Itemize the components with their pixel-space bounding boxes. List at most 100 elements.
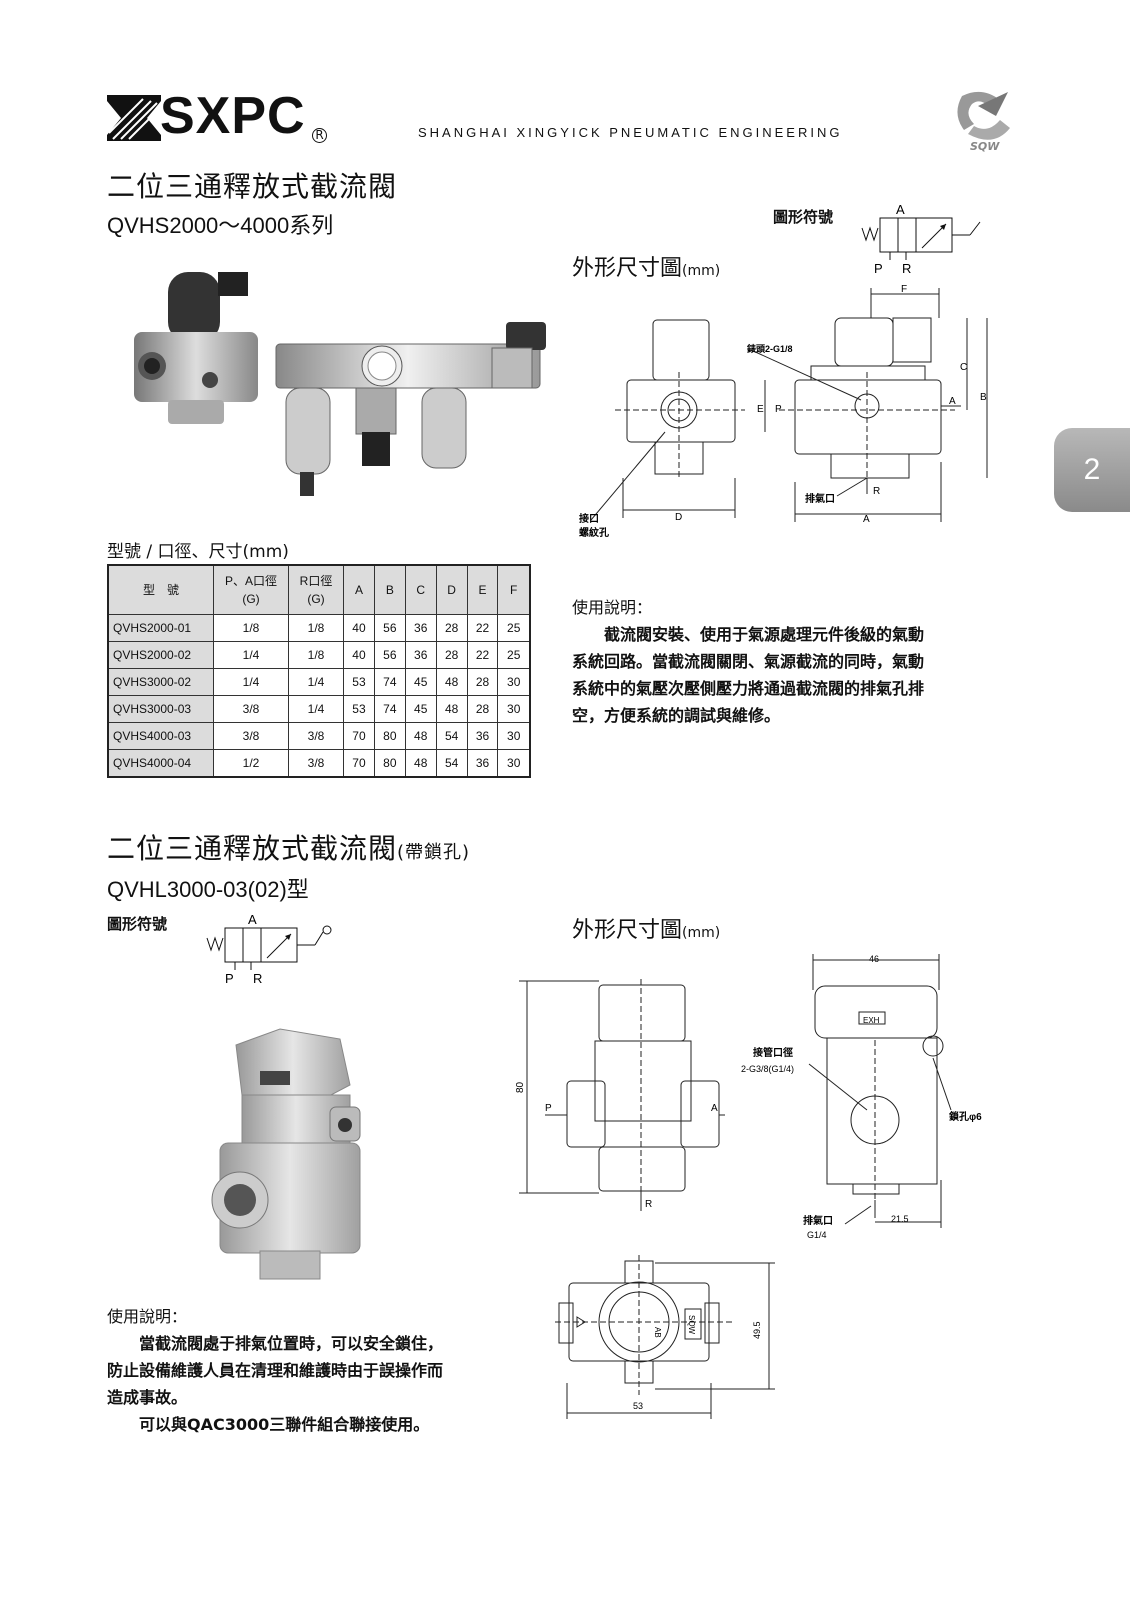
svg-text:80: 80 bbox=[515, 1081, 526, 1093]
svg-text:A: A bbox=[949, 396, 956, 407]
product1-usage-line: 系統回路。當截流閥關閉、氣源截流的同時，氣動 bbox=[572, 652, 925, 671]
spec-value-cell: 22 bbox=[466, 614, 499, 642]
spec-value-cell: 36 bbox=[404, 614, 437, 642]
spec-value-cell: 25 bbox=[497, 641, 531, 669]
sxpc-logo-icon bbox=[107, 95, 161, 141]
product2-front-drawing: 80 P A R bbox=[515, 979, 725, 1211]
product1-usage-title: 使用說明： bbox=[572, 598, 653, 617]
svg-text:A: A bbox=[863, 514, 870, 525]
svg-text:53: 53 bbox=[633, 1401, 643, 1411]
spec-value-cell: 3/8 bbox=[288, 722, 344, 750]
product2-usage-line: 當截流閥處于排氣位置時，可以安全鎖住， bbox=[139, 1334, 444, 1353]
spec-value-cell: 48 bbox=[435, 695, 468, 723]
svg-text:接管口徑: 接管口徑 bbox=[753, 1046, 793, 1059]
spec-model-cell: QVHS4000-03 bbox=[107, 722, 214, 750]
product2-top-drawing: 49.5 53 AB SQW bbox=[555, 1255, 775, 1419]
spec-value-cell: 56 bbox=[373, 641, 406, 669]
svg-text:P: P bbox=[225, 971, 234, 986]
spec-value-cell: 28 bbox=[435, 614, 468, 642]
product2-model: QVHL3000-03(02)型 bbox=[107, 877, 309, 902]
col-header-pa-port: P、A口徑 (G) bbox=[213, 564, 289, 615]
spec-value-cell: 48 bbox=[404, 749, 437, 778]
spec-table-title: 型號 / 口徑、尺寸(mm) bbox=[107, 542, 289, 562]
spec-value-cell: 1/8 bbox=[288, 641, 344, 669]
spec-value-cell: 28 bbox=[466, 695, 499, 723]
svg-text:A: A bbox=[711, 1103, 718, 1114]
spec-value-cell: 1/4 bbox=[213, 668, 289, 696]
spec-value-cell: 1/8 bbox=[288, 614, 344, 642]
spec-model-cell: QVHS3000-03 bbox=[107, 695, 214, 723]
svg-text:2-G3/8(G1/4): 2-G3/8(G1/4) bbox=[741, 1064, 794, 1074]
product2-usage: 使用說明： 當截流閥處于排氣位置時，可以安全鎖住， 防止設備維護人員在清理和維護… bbox=[107, 1303, 527, 1438]
spec-value-cell: 3/8 bbox=[213, 722, 289, 750]
product1-usage-line: 系統中的氣壓次壓側壓力將通過截流閥的排氣孔排 bbox=[572, 679, 925, 698]
product1-valve-symbol: A P R bbox=[861, 202, 981, 276]
col-header-f: F bbox=[497, 564, 531, 615]
svg-text:接口: 接口 bbox=[579, 512, 599, 525]
svg-text:P: P bbox=[545, 1103, 552, 1114]
product2-usage-line: 造成事故。 bbox=[107, 1388, 188, 1407]
col-header-a: A bbox=[343, 564, 375, 615]
spec-value-cell: 54 bbox=[435, 749, 468, 778]
svg-text:21.5: 21.5 bbox=[891, 1214, 909, 1224]
svg-text:49.5: 49.5 bbox=[752, 1321, 762, 1339]
spec-value-cell: 3/8 bbox=[213, 695, 289, 723]
registered-mark: R bbox=[312, 128, 327, 143]
product2-usage-line: 可以與QAC3000三聯件組合聯接使用。 bbox=[139, 1415, 430, 1434]
spec-value-cell: 1/4 bbox=[288, 668, 344, 696]
svg-text:R: R bbox=[645, 1199, 652, 1210]
spec-value-cell: 28 bbox=[435, 641, 468, 669]
col-header-c: C bbox=[404, 564, 437, 615]
product2-dimension-title: 外形尺寸圖(mm) bbox=[572, 918, 721, 943]
svg-text:排氣口: 排氣口 bbox=[805, 492, 835, 505]
spec-value-cell: 30 bbox=[497, 695, 531, 723]
product2-symbol-label: 圖形符號 bbox=[107, 915, 168, 933]
svg-text:D: D bbox=[675, 512, 682, 523]
spec-value-cell: 80 bbox=[373, 722, 406, 750]
svg-text:鎖孔φ6: 鎖孔φ6 bbox=[949, 1110, 982, 1123]
section-tab[interactable]: 2 bbox=[1054, 428, 1130, 512]
svg-text:B: B bbox=[980, 392, 987, 403]
sqw-logo-icon bbox=[957, 91, 1010, 140]
spec-value-cell: 30 bbox=[497, 749, 531, 778]
spec-value-cell: 36 bbox=[466, 722, 499, 750]
svg-text:46: 46 bbox=[869, 954, 879, 964]
spec-model-cell: QVHS2000-01 bbox=[107, 614, 214, 642]
spec-table-header-row: 型 號 P、A口徑 (G) R口徑 (G) A B C D E F bbox=[107, 564, 531, 615]
col-header-b: B bbox=[373, 564, 406, 615]
spec-value-cell: 40 bbox=[343, 614, 375, 642]
svg-text:C: C bbox=[960, 362, 967, 373]
svg-text:錶頭2-G1/8: 錶頭2-G1/8 bbox=[747, 343, 793, 354]
product1-series: QVHS2000～4000系列 bbox=[107, 213, 334, 238]
product2-usage-title: 使用說明： bbox=[107, 1307, 188, 1326]
valve-product-photo bbox=[134, 272, 258, 424]
product1-dimension-drawing: F C B E P A R D A 錶頭2-G1/8 排氣口 接口 螺紋孔 bbox=[579, 284, 988, 539]
spec-table: 型 號 P、A口徑 (G) R口徑 (G) A B C D E F QVHS20… bbox=[107, 564, 531, 778]
svg-text:A: A bbox=[248, 912, 257, 927]
spec-value-cell: 45 bbox=[404, 668, 437, 696]
company-name: SHANGHAI XINGYICK PNEUMATIC ENGINEERING bbox=[418, 125, 843, 140]
spec-value-cell: 70 bbox=[343, 749, 375, 778]
spec-value-cell: 74 bbox=[373, 695, 406, 723]
spec-value-cell: 3/8 bbox=[288, 749, 344, 778]
spec-value-cell: 54 bbox=[435, 722, 468, 750]
sqw-logo-text: SQW bbox=[970, 140, 1000, 153]
spec-value-cell: 80 bbox=[373, 749, 406, 778]
svg-text:EXH: EXH bbox=[863, 1016, 880, 1025]
spec-value-cell: 40 bbox=[343, 641, 375, 669]
svg-text:SQW: SQW bbox=[687, 1315, 696, 1335]
svg-text:F: F bbox=[901, 284, 907, 295]
product2-side-drawing: 46 EXH 接管口徑 2-G3/8(G1/4) 鎖孔φ6 排氣口 G1/4 2… bbox=[741, 954, 982, 1240]
spec-value-cell: 48 bbox=[404, 722, 437, 750]
product1-dimension-title: 外形尺寸圖(mm) bbox=[572, 256, 721, 281]
spec-value-cell: 22 bbox=[466, 641, 499, 669]
spec-model-cell: QVHS4000-04 bbox=[107, 749, 214, 778]
svg-text:E: E bbox=[757, 404, 764, 415]
product1-usage-line: 截流閥安裝、使用于氣源處理元件後級的氣動 bbox=[604, 625, 925, 644]
svg-text:R: R bbox=[873, 486, 880, 497]
spec-model-cell: QVHS3000-02 bbox=[107, 668, 214, 696]
